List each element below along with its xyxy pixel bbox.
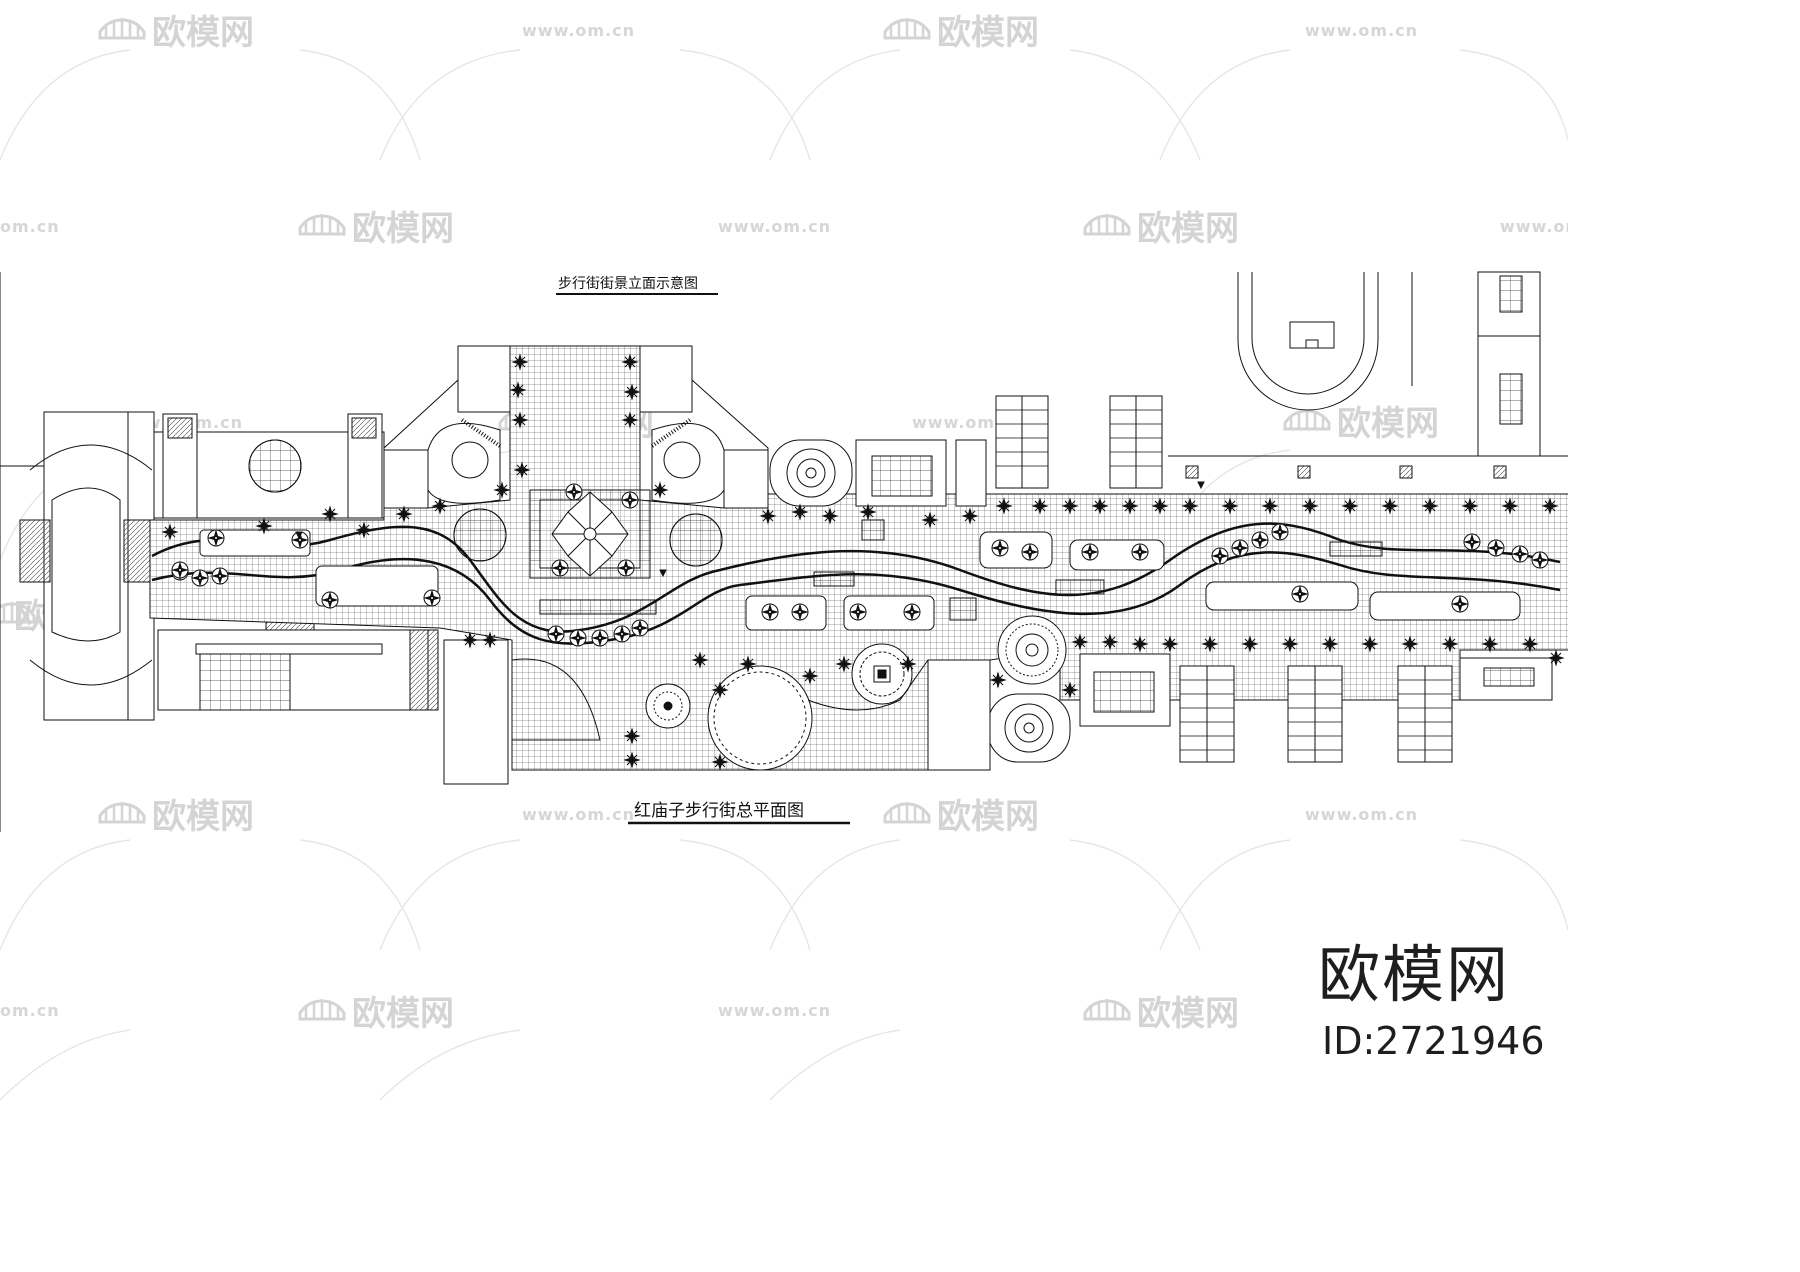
watermark-brand-2: 欧模网 [883, 13, 1039, 53]
watermark-url: om.cn [0, 217, 60, 236]
watermark-url: www.om.cn [1305, 21, 1418, 40]
watermark-brand-8: 欧模网 [98, 797, 254, 837]
watermark-url: om.cn [0, 1001, 60, 1020]
watermark-url: www.om.cn [718, 217, 831, 236]
watermark-brand-text: 欧模网 [1337, 404, 1439, 444]
planting-strip-south [151, 551, 1561, 645]
watermark-brand-6: 欧模网 [1283, 404, 1439, 444]
left-building [0, 411, 155, 721]
sports-field [1237, 272, 1413, 411]
watermark-brand-text: 欧模网 [152, 797, 254, 837]
site-plan-drawing: 欧模网 欧模网 欧模网 欧模网 欧模网 欧模网 欧模网 欧模网 [0, 13, 1568, 1101]
watermark-brand-11: 欧模网 [1083, 994, 1239, 1034]
watermark-brand-text: 欧模网 [937, 13, 1039, 53]
pavilion-north [769, 439, 853, 507]
site-plan [0, 271, 1568, 832]
watermark-brand-1: 欧模网 [98, 13, 254, 53]
terraced-buildings-north [995, 395, 1163, 489]
elevation-title: 步行街街景立面示意图 [556, 275, 718, 295]
marker-symbols [295, 481, 1205, 578]
plan-title: 红庙子步行街总平面图 [628, 801, 850, 825]
elevation-title-text: 步行街街景立面示意图 [558, 275, 698, 292]
watermark-brand-text: 欧模网 [937, 797, 1039, 837]
watermark-url: www.om.cn [522, 805, 635, 824]
building-north-west [153, 413, 385, 519]
watermark-brand-text: 欧模网 [352, 209, 454, 249]
watermark-brand-9: 欧模网 [883, 797, 1039, 837]
watermark-brand-text: 欧模网 [352, 994, 454, 1034]
watermark-brand-3: 欧模网 [298, 209, 454, 249]
watermark-url: www.om.cn [1305, 805, 1418, 824]
model-id-label: ID:2721946 [1322, 1019, 1545, 1063]
watermark-brand-4: 欧模网 [1083, 209, 1239, 249]
brand-logo-text: 欧模网 [1318, 938, 1511, 1011]
watermark-brand-text: 欧模网 [152, 13, 254, 53]
pavilion-south [987, 693, 1071, 763]
plan-title-text: 红庙子步行街总平面图 [634, 801, 804, 821]
central-north-wings [383, 345, 769, 509]
terraced-buildings-south [1179, 665, 1453, 763]
watermark-url: www.om.cn [718, 1001, 831, 1020]
paved-walkway [149, 345, 1568, 771]
kiosk-south [1079, 653, 1553, 727]
watermark-brand-10: 欧模网 [298, 994, 454, 1034]
south-central-blocks [443, 639, 991, 785]
kiosk-north [855, 439, 987, 507]
planting-strip-north [151, 522, 1561, 633]
watermark-brand-text: 欧模网 [1137, 209, 1239, 249]
watermark-url: www.om.cn [522, 21, 635, 40]
watermark-brand-text: 欧模网 [1137, 994, 1239, 1034]
round-features [453, 508, 1067, 771]
building-east [1168, 271, 1568, 479]
watermark-url: www.om.cn [1500, 217, 1568, 236]
